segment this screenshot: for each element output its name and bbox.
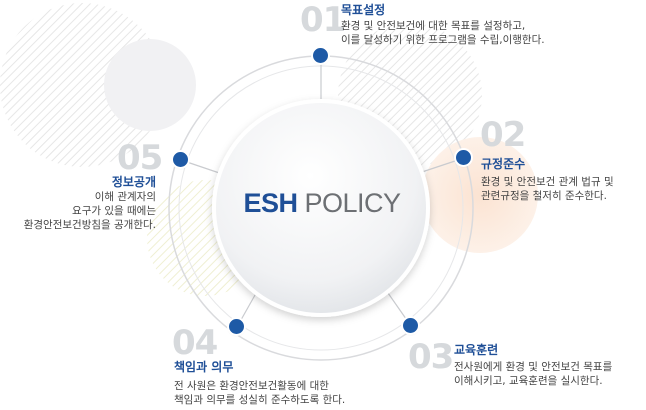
center-label-policy: POLICY <box>304 188 402 218</box>
policy-item-05: 정보공개 이해 관계자의 요구가 있을 때에는 환경안전보건방침을 공개한다. <box>4 175 156 232</box>
center-label: ESH POLICY <box>222 188 422 219</box>
node-dot-01 <box>313 48 328 63</box>
policy-item-04: 책임과 의무 전 사원은 환경안전보건활동에 대한 책임과 의무를 성실히 준수… <box>174 360 345 407</box>
center-circle <box>212 99 430 317</box>
item-desc-line: 관련규정을 철저히 준수한다. <box>481 190 607 202</box>
item-title: 정보공개 <box>111 175 156 189</box>
item-title: 목표설정 <box>341 3 386 17</box>
decor-circle <box>104 39 196 131</box>
center-label-esh: ESH <box>243 188 298 218</box>
item-desc-line: 이해 관계자의 <box>94 191 156 203</box>
item-desc-line: 전 사원은 환경안전보건활동에 대한 <box>174 380 329 392</box>
item-title: 책임과 의무 <box>174 360 234 374</box>
decor-circle <box>0 3 164 167</box>
item-desc-line: 요구가 있을 때에는 <box>72 205 156 217</box>
item-number-04: 04 <box>172 323 218 363</box>
node-dot-05 <box>173 152 188 167</box>
item-desc-line: 이해시키고, 교육훈련을 실시한다. <box>454 375 603 387</box>
item-number-05: 05 <box>117 138 163 178</box>
item-title: 규정준수 <box>481 157 526 171</box>
policy-item-01: 목표설정 환경 및 안전보건에 대한 목표를 설정하고, 이를 달성하기 위한 … <box>341 3 545 47</box>
item-desc-line: 전사원에게 환경 및 안전보건 목표를 <box>454 361 613 373</box>
node-dot-03 <box>403 318 418 333</box>
item-desc-line: 환경안전보건방침을 공개한다. <box>23 219 156 231</box>
policy-item-02: 규정준수 환경 및 안전보건 관계 법규 및 관련규정을 철저히 준수한다. <box>481 157 614 203</box>
item-desc-line: 환경 및 안전보건에 대한 목표를 설정하고, <box>341 20 526 32</box>
item-desc-line: 책임과 의무를 성실히 준수하도록 한다. <box>174 394 346 406</box>
item-title: 교육훈련 <box>454 343 499 357</box>
item-number-02: 02 <box>480 115 526 155</box>
policy-item-03: 교육훈련 전사원에게 환경 및 안전보건 목표를 이해시키고, 교육훈련을 실시… <box>454 343 612 388</box>
item-number-03: 03 <box>408 337 454 377</box>
item-desc-line: 환경 및 안전보건 관계 법규 및 <box>481 176 614 188</box>
node-dot-04 <box>229 319 244 334</box>
decor-circle <box>422 137 538 253</box>
item-desc-line: 이를 달성하기 위한 프로그램을 수립,이행한다. <box>341 34 545 46</box>
node-dot-02 <box>456 150 471 165</box>
item-number-01: 01 <box>300 0 346 40</box>
